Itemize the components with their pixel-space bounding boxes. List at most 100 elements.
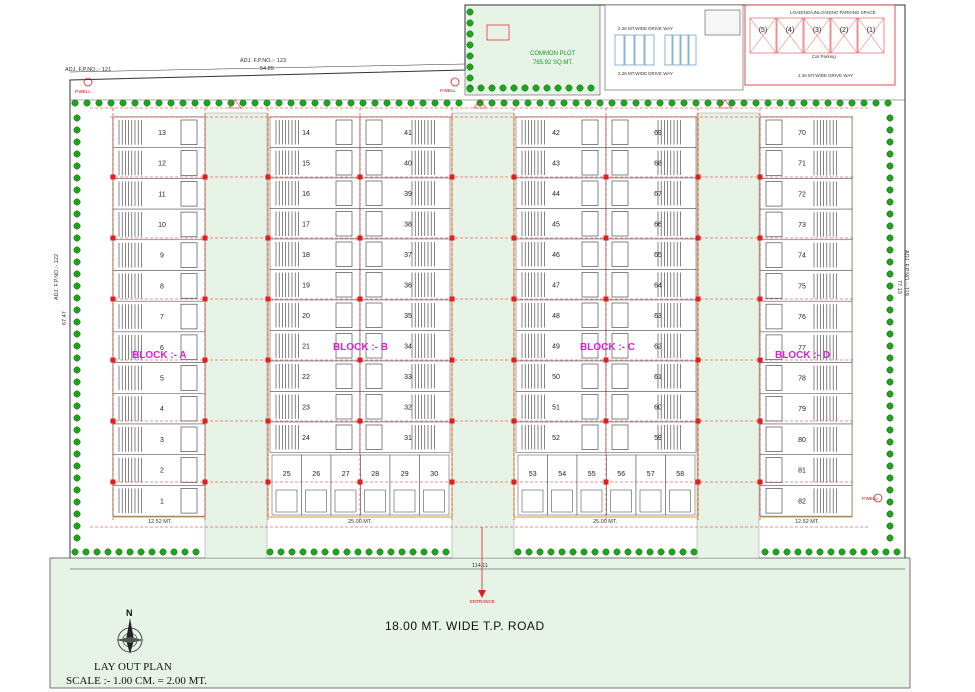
manhole-icon [265, 479, 271, 485]
entrance-label: ENTRANCE [470, 599, 495, 604]
tree-icon [73, 258, 81, 266]
tree-icon [407, 99, 415, 107]
block-b-left-unit [269, 208, 361, 240]
tree-icon [359, 99, 367, 107]
tree-icon [521, 84, 529, 92]
tree-icon [73, 534, 81, 542]
tree-icon [299, 548, 307, 556]
tree-icon [565, 84, 573, 92]
road-label: 18.00 MT. WIDE T.P. ROAD [385, 619, 545, 633]
tree-icon [886, 462, 894, 470]
tree-icon [644, 99, 652, 107]
tree-icon [170, 548, 178, 556]
block-b-shop-number: 29 [401, 471, 409, 478]
block-c-right-unit [605, 116, 697, 148]
manhole-icon [757, 174, 763, 180]
room-box [581, 180, 599, 206]
room-box [180, 211, 198, 238]
manhole-icon [695, 235, 701, 241]
tree-icon [343, 548, 351, 556]
tree-icon [886, 114, 894, 122]
tree-icon [761, 548, 769, 556]
room-box [335, 211, 353, 237]
room-box [765, 211, 783, 238]
block-a-unit [112, 362, 206, 394]
block-b-left-unit-number: 17 [302, 221, 310, 228]
driveway-label-1: 2.26 MT.WIDE DRIVE WAY [618, 26, 673, 31]
tree-icon [179, 99, 187, 107]
tree-icon [73, 450, 81, 458]
block-d-unit-number: 81 [798, 468, 806, 475]
room-box [335, 302, 353, 328]
tree-icon [572, 99, 580, 107]
room-box [180, 242, 198, 268]
manhole-icon [202, 296, 208, 302]
block-c-left-unit-number: 49 [552, 343, 560, 350]
tree-icon [466, 30, 474, 38]
block-a-unit [112, 423, 206, 455]
room-box [765, 334, 783, 360]
block-c-left-unit-number: 43 [552, 160, 560, 167]
plan-title: LAY OUT PLAN [94, 661, 172, 673]
tree-icon [886, 354, 894, 362]
loading-bay-number: (3) [813, 27, 822, 34]
room-box [365, 333, 383, 359]
block-b-label: BLOCK :- B [333, 342, 388, 353]
block-c-right-unit-number: 68 [654, 160, 662, 167]
tree-icon [73, 426, 81, 434]
block-b-right-unit [359, 330, 451, 362]
tree-icon [192, 548, 200, 556]
room-box [765, 181, 783, 207]
manhole-icon [695, 418, 701, 424]
block-a-unit-number: 6 [160, 345, 164, 352]
tree-icon [443, 99, 451, 107]
block-c-shop-number: 58 [676, 471, 684, 478]
manhole-icon [449, 296, 455, 302]
tree-icon [886, 510, 894, 518]
room-box [611, 424, 629, 450]
tree-icon [587, 84, 595, 92]
block-c-shop-number: 57 [647, 471, 655, 478]
room-box [611, 119, 629, 145]
block-c-shop [576, 454, 607, 516]
block-b-left-unit [269, 147, 361, 179]
tree-icon [73, 366, 81, 374]
tree-icon [886, 162, 894, 170]
tree-icon [466, 63, 474, 71]
manhole-icon [603, 296, 609, 302]
block-c-left-unit-number: 44 [552, 191, 560, 198]
block-c-right-unit [605, 299, 697, 331]
block-b-shop [301, 454, 332, 516]
block-c-left-unit-number: 50 [552, 374, 560, 381]
loading-bay-cross [749, 17, 777, 54]
block-b-left-unit [269, 330, 361, 362]
tree-icon [387, 548, 395, 556]
tree-icon [882, 548, 890, 556]
tree-icon [680, 99, 688, 107]
tree-icon [148, 548, 156, 556]
tree-icon [624, 548, 632, 556]
block-c-left-unit [515, 299, 607, 331]
room-box [335, 180, 353, 206]
tree-icon [126, 548, 134, 556]
tree-icon [488, 84, 496, 92]
dim-line-top [69, 63, 466, 73]
tree-icon [73, 222, 81, 230]
block-c-left-unit [515, 177, 607, 209]
tree-icon [466, 52, 474, 60]
block-c-right-unit-number: 67 [654, 191, 662, 198]
tree-icon [466, 85, 474, 93]
manhole-icon [511, 174, 517, 180]
manhole-icon [695, 296, 701, 302]
manhole-icon [202, 418, 208, 424]
tree-icon [73, 306, 81, 314]
manhole-icon [449, 174, 455, 180]
block-b-left-unit [269, 421, 361, 453]
shop-box [305, 489, 327, 513]
tree-icon [288, 548, 296, 556]
room-box [180, 273, 198, 299]
tree-icon [532, 84, 540, 92]
shop-box [364, 489, 386, 513]
block-b-right-unit-number: 32 [404, 404, 412, 411]
block-a-unit-number: 3 [160, 437, 164, 444]
